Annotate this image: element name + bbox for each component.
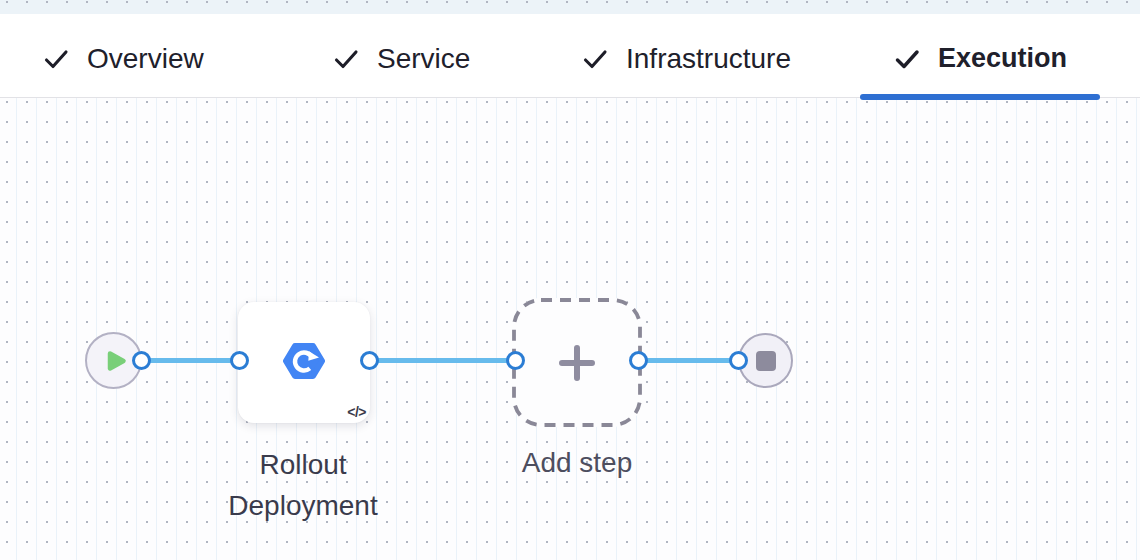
dashed-border	[512, 298, 642, 427]
tab-label: Execution	[938, 43, 1067, 74]
connector-port[interactable]	[360, 351, 379, 370]
play-icon	[101, 347, 129, 375]
tab-overview[interactable]: Overview	[42, 14, 204, 98]
step-node-label[interactable]: Rollout Deployment	[203, 444, 403, 526]
active-tab-underline	[860, 94, 1100, 100]
check-icon	[332, 45, 360, 73]
connector-port[interactable]	[506, 351, 525, 370]
stop-square-icon	[756, 351, 776, 371]
connector-line	[639, 358, 739, 363]
execution-tabbar: Overview Service Infrastructure Executio…	[0, 14, 1140, 98]
tab-infrastructure[interactable]: Infrastructure	[581, 14, 791, 98]
check-icon	[581, 45, 609, 73]
connector-line	[144, 358, 240, 363]
tab-service[interactable]: Service	[332, 14, 470, 98]
check-icon	[42, 45, 70, 73]
tab-execution[interactable]: Execution	[860, 14, 1100, 98]
connector-port[interactable]	[629, 351, 648, 370]
connector-line	[370, 358, 516, 363]
step-node-rollout-deployment[interactable]: </>	[238, 302, 370, 423]
gcp-deploy-icon	[283, 342, 325, 380]
tab-label: Infrastructure	[626, 43, 791, 75]
pipeline-canvas[interactable]: </> Rollout Deployment Add step	[0, 98, 1140, 560]
add-step-node[interactable]	[512, 298, 642, 427]
tab-label: Service	[377, 43, 470, 75]
add-step-label[interactable]: Add step	[487, 442, 667, 483]
code-icon: </>	[347, 404, 366, 420]
stage-canvas-strip	[0, 0, 1140, 14]
tab-label: Overview	[87, 43, 204, 75]
connector-port[interactable]	[132, 351, 151, 370]
connector-port[interactable]	[729, 351, 748, 370]
check-icon	[893, 45, 921, 73]
connector-port[interactable]	[230, 351, 249, 370]
